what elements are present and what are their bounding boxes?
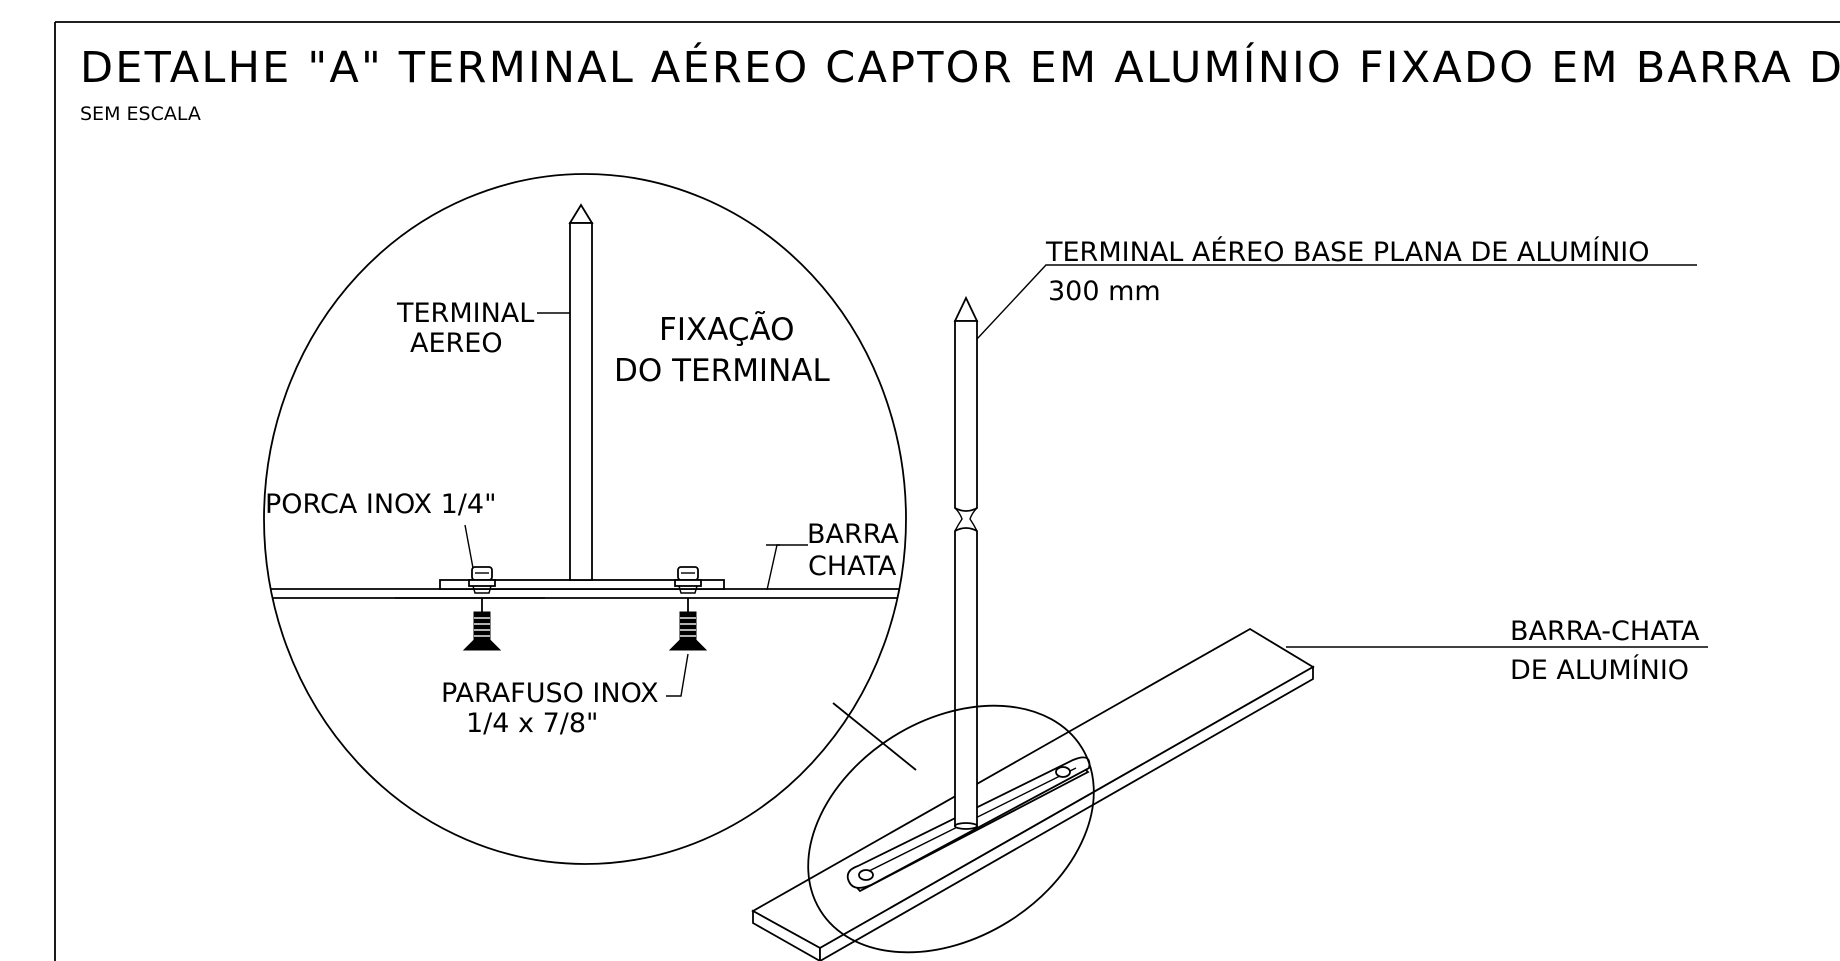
main-bar-label-2: DE ALUMÍNIO — [1510, 654, 1689, 686]
main-bar-label-1: BARRA-CHATA — [1510, 616, 1700, 647]
detail-view: TERMINAL AEREO FIXAÇÃO DO TERMINAL PORCA… — [263, 173, 907, 865]
detail-air-terminal — [568, 203, 594, 581]
leader-main-terminal — [976, 264, 1697, 340]
detail-fixing-label-1: FIXAÇÃO — [659, 312, 795, 348]
detail-terminal-label-2: AEREO — [410, 328, 503, 359]
iso-bolt-left — [858, 869, 874, 881]
detail-bar-label-2: CHATA — [808, 551, 897, 582]
iso-bolt-right — [1055, 766, 1071, 778]
main-terminal-label-2: 300 mm — [1048, 276, 1161, 307]
leader-nut — [464, 524, 474, 569]
zoom-ellipse — [807, 704, 1095, 954]
detail-bolt-left — [462, 566, 502, 651]
drawing-frame — [54, 21, 1840, 961]
detail-screw-label-1: PARAFUSO INOX — [441, 678, 659, 709]
detail-circle — [263, 173, 907, 865]
leader-screw — [666, 653, 689, 697]
detail-screw-label-2: 1/4 x 7/8" — [466, 708, 598, 739]
detail-bolt-right — [668, 566, 708, 651]
detail-bar-label-1: BARRA — [807, 519, 899, 550]
detail-fixing-label-2: DO TERMINAL — [614, 353, 830, 389]
main-terminal-label-1: TERMINAL AÉREO BASE PLANA DE ALUMÍNIO — [1045, 236, 1650, 268]
drawing-title: DETALHE "A" TERMINAL AÉREO CAPTOR EM ALU… — [80, 42, 1840, 93]
detail-terminal-label-1: TERMINAL — [396, 298, 534, 329]
detail-connector-line — [832, 702, 917, 771]
detail-nut-label: PORCA INOX 1/4" — [265, 489, 497, 520]
main-view: TERMINAL AÉREO BASE PLANA DE ALUMÍNIO 30… — [751, 236, 1708, 961]
iso-air-terminal — [953, 295, 979, 830]
drawing-subtitle: SEM ESCALA — [80, 103, 201, 125]
